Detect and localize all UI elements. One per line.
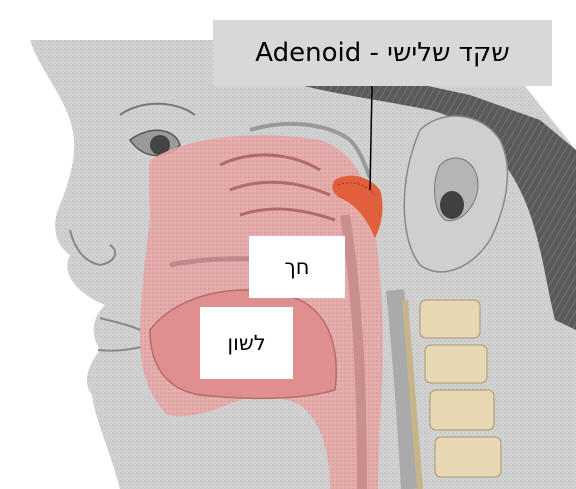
adenoid-label: שקד שלישי - Adenoid [213, 20, 552, 86]
palate-label: חך [249, 236, 345, 298]
tongue-label: לשון [200, 307, 293, 379]
